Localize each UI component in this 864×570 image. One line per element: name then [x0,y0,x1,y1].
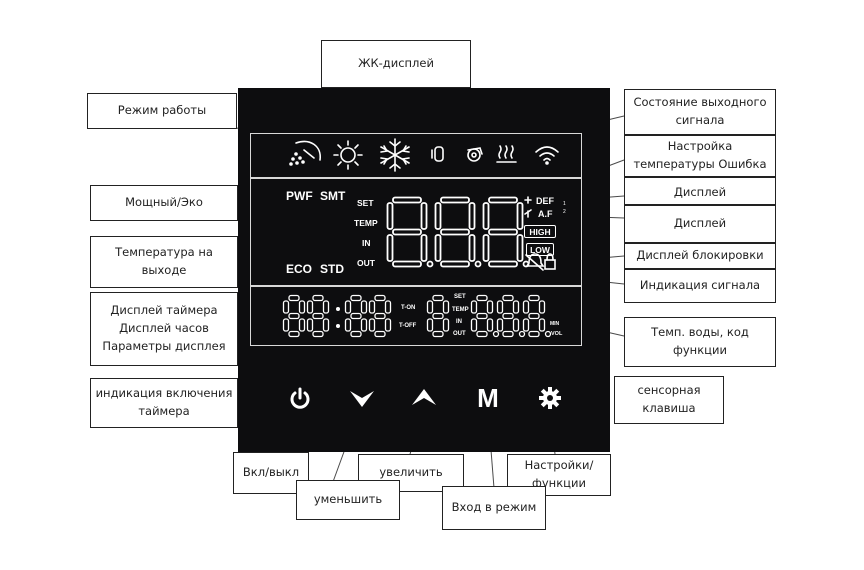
std-label: STD [320,262,344,276]
clock-digit-3 [344,294,368,338]
main-digit-2 [434,196,482,268]
clock-digit-1 [282,294,306,338]
right-digit-1 [470,294,500,338]
right-digit-2 [496,294,526,338]
power-key[interactable] [282,380,318,416]
temp-label: TEMP [354,218,378,228]
fan-icon [524,196,532,204]
callout-decrease: уменьшить [296,480,400,520]
callout-timer-on-indication: индикация включения таймера [90,378,238,428]
lcd-bottom-frame [250,286,582,346]
min-label: MIN [550,321,560,327]
smt-label: SMT [320,189,346,203]
callout-increase: увеличить [358,454,464,492]
valve-icon [524,209,532,218]
sun-icon [333,140,363,170]
callout-mode-entry: Вход в режим [442,486,546,530]
lcd-main-frame [250,178,582,286]
b-set-label: SET [454,294,466,300]
up-key[interactable] [406,380,442,416]
single-digit [426,294,450,338]
t-on-label: T-ON [401,305,416,311]
eco-label: ECO [286,262,313,276]
mode-key[interactable]: M [468,378,508,418]
svg-text:1: 1 [563,201,566,207]
callout-display-top: Дисплей [624,177,776,205]
callout-temp-setting-error: Настройка температуры Ошибка [624,135,776,177]
tank-icon [431,146,444,162]
right-digit-3 [522,294,552,338]
pump-icon [467,147,483,162]
callout-timer-clock-params: Дисплей таймера Дисплей часов Параметры … [90,292,238,366]
b-temp-label: TEMP [452,307,469,313]
callout-operating-mode: Режим работы [87,93,237,129]
shower-icon [289,140,321,166]
main-digit-3 [482,196,530,268]
lock-icon [544,253,556,270]
low-badge: LOW [526,243,554,256]
t-off-label: T-OFF [399,323,417,329]
gear-icon [539,387,561,409]
down-key[interactable] [344,380,380,416]
out-label: OUT [357,258,375,268]
vol-label: VOL [551,331,563,337]
lcd-top-frame [250,133,582,178]
callout-output-signal: Состояние выходного сигнала [624,89,776,135]
wifi-icon [535,146,559,165]
clock-digit-2 [306,294,330,338]
set-label: SET [357,198,374,208]
callout-display-right: Дисплей [624,205,776,243]
b-out-label: OUT [453,331,466,337]
callout-touch-key: сенсорная клавиша [614,376,724,424]
callout-lock-display: Дисплей блокировки [624,243,776,269]
lcd-graphics: 12 [282,138,566,338]
bell-icon [525,253,545,271]
high-badge: HIGH [524,225,556,238]
def-label: DEF [536,196,554,206]
power-icon [290,387,310,409]
in-label: IN [362,238,371,248]
callout-lcd-display: ЖК-дисплей [321,40,471,88]
callout-water-temp-function: Темп. воды, код функции [624,317,776,367]
callout-outlet-temperature: Температура на выходе [90,236,238,288]
pwf-label: PWF [286,189,313,203]
callout-signal-indication: Индикация сигнала [624,269,776,303]
svg-text:2: 2 [563,209,566,215]
main-digit-1 [386,196,434,268]
chevron-down-icon [350,391,374,407]
b-in-label: IN [456,319,462,325]
heater-icon [496,145,517,163]
mode-key-label: M [477,382,499,413]
settings-key[interactable] [532,380,568,416]
callout-powerful-eco: Мощный/Эко [90,185,238,221]
af-label: A.F [538,209,553,219]
clock-digit-4 [368,294,392,338]
snowflake-icon [380,138,410,172]
chevron-up-icon [412,389,436,405]
